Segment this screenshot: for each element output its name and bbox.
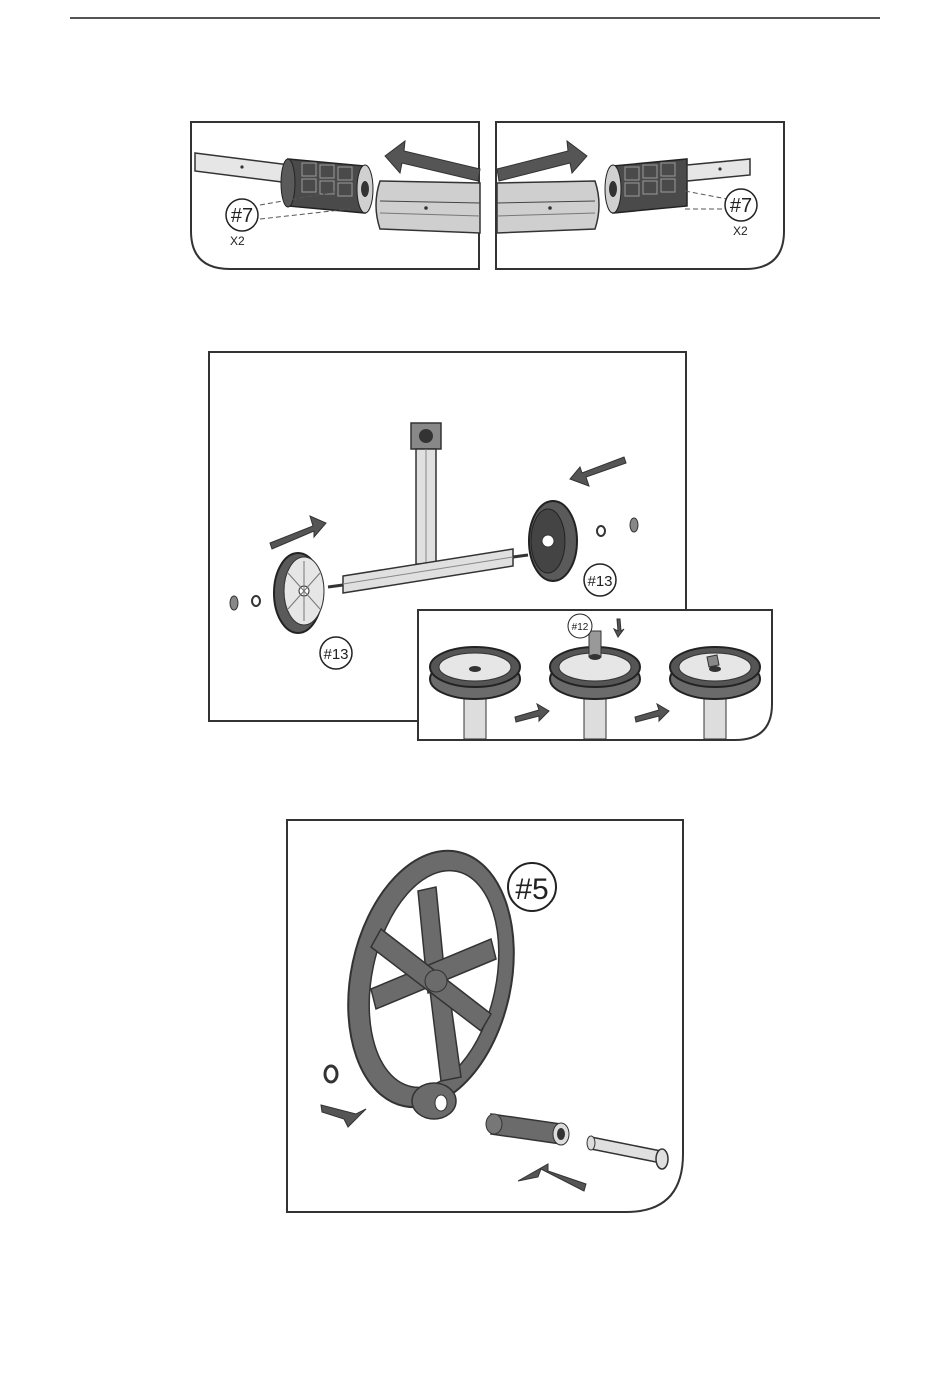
part-number-label: #7: [730, 195, 752, 217]
header-rule: [70, 17, 880, 19]
main-tube-illustration: [497, 181, 599, 233]
step3-panel: #5: [286, 819, 688, 1215]
washer-illustration: [325, 1066, 337, 1082]
step1-left-panel: #7 X2: [190, 121, 482, 271]
quantity-label: X2: [733, 224, 748, 238]
main-tube-illustration: [376, 181, 480, 233]
step2-inset-panel: #12: [417, 609, 775, 742]
part-number-label: #13: [323, 646, 348, 663]
step1-right-panel: #7 X2: [495, 121, 787, 271]
part-number-label: #13: [587, 573, 612, 590]
end-cap-illustration: [605, 159, 687, 213]
part-number-label: #5: [515, 873, 548, 906]
quantity-label: X2: [230, 234, 245, 248]
end-cap-illustration: [281, 159, 373, 213]
part-number-label: #12: [572, 622, 589, 633]
part-number-label: #7: [231, 205, 253, 227]
